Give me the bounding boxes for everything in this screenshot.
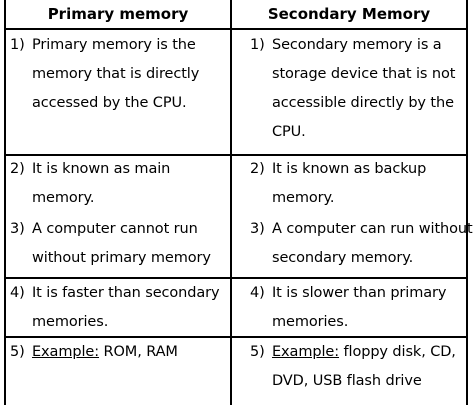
secondary-point-5: 5)Example: floppy disk, CD, DVD, USB fla… (250, 344, 456, 389)
table-border-left (4, 0, 6, 405)
secondary-point-4: 4)It is slower than primary memories. (250, 285, 447, 330)
table-header-divider (4, 28, 468, 30)
table-column-divider (230, 0, 232, 405)
primary-point-5: 5)Example: ROM, RAM (10, 344, 178, 360)
example-label: Example: (272, 344, 339, 360)
primary-point-3: 3)A computer cannot run without primary … (10, 221, 211, 266)
column-header-secondary: Secondary Memory (267, 5, 431, 23)
secondary-point-3: 3)A computer can run without secondary m… (250, 221, 473, 266)
example-label: Example: (32, 344, 99, 360)
table-row-divider (4, 336, 468, 338)
secondary-point-1: 1)Secondary memory is a storage device t… (250, 37, 456, 140)
table-row-divider (4, 154, 468, 156)
primary-point-1: 1)Primary memory is the memory that is d… (10, 37, 200, 111)
column-header-primary: Primary memory (47, 5, 189, 23)
primary-point-4: 4)It is faster than secondary memories. (10, 285, 220, 330)
secondary-point-2: 2)It is known as backup memory. (250, 161, 427, 206)
table-row-divider (4, 277, 468, 279)
table-border-right (466, 0, 468, 405)
primary-point-2: 2)It is known as main memory. (10, 161, 171, 206)
